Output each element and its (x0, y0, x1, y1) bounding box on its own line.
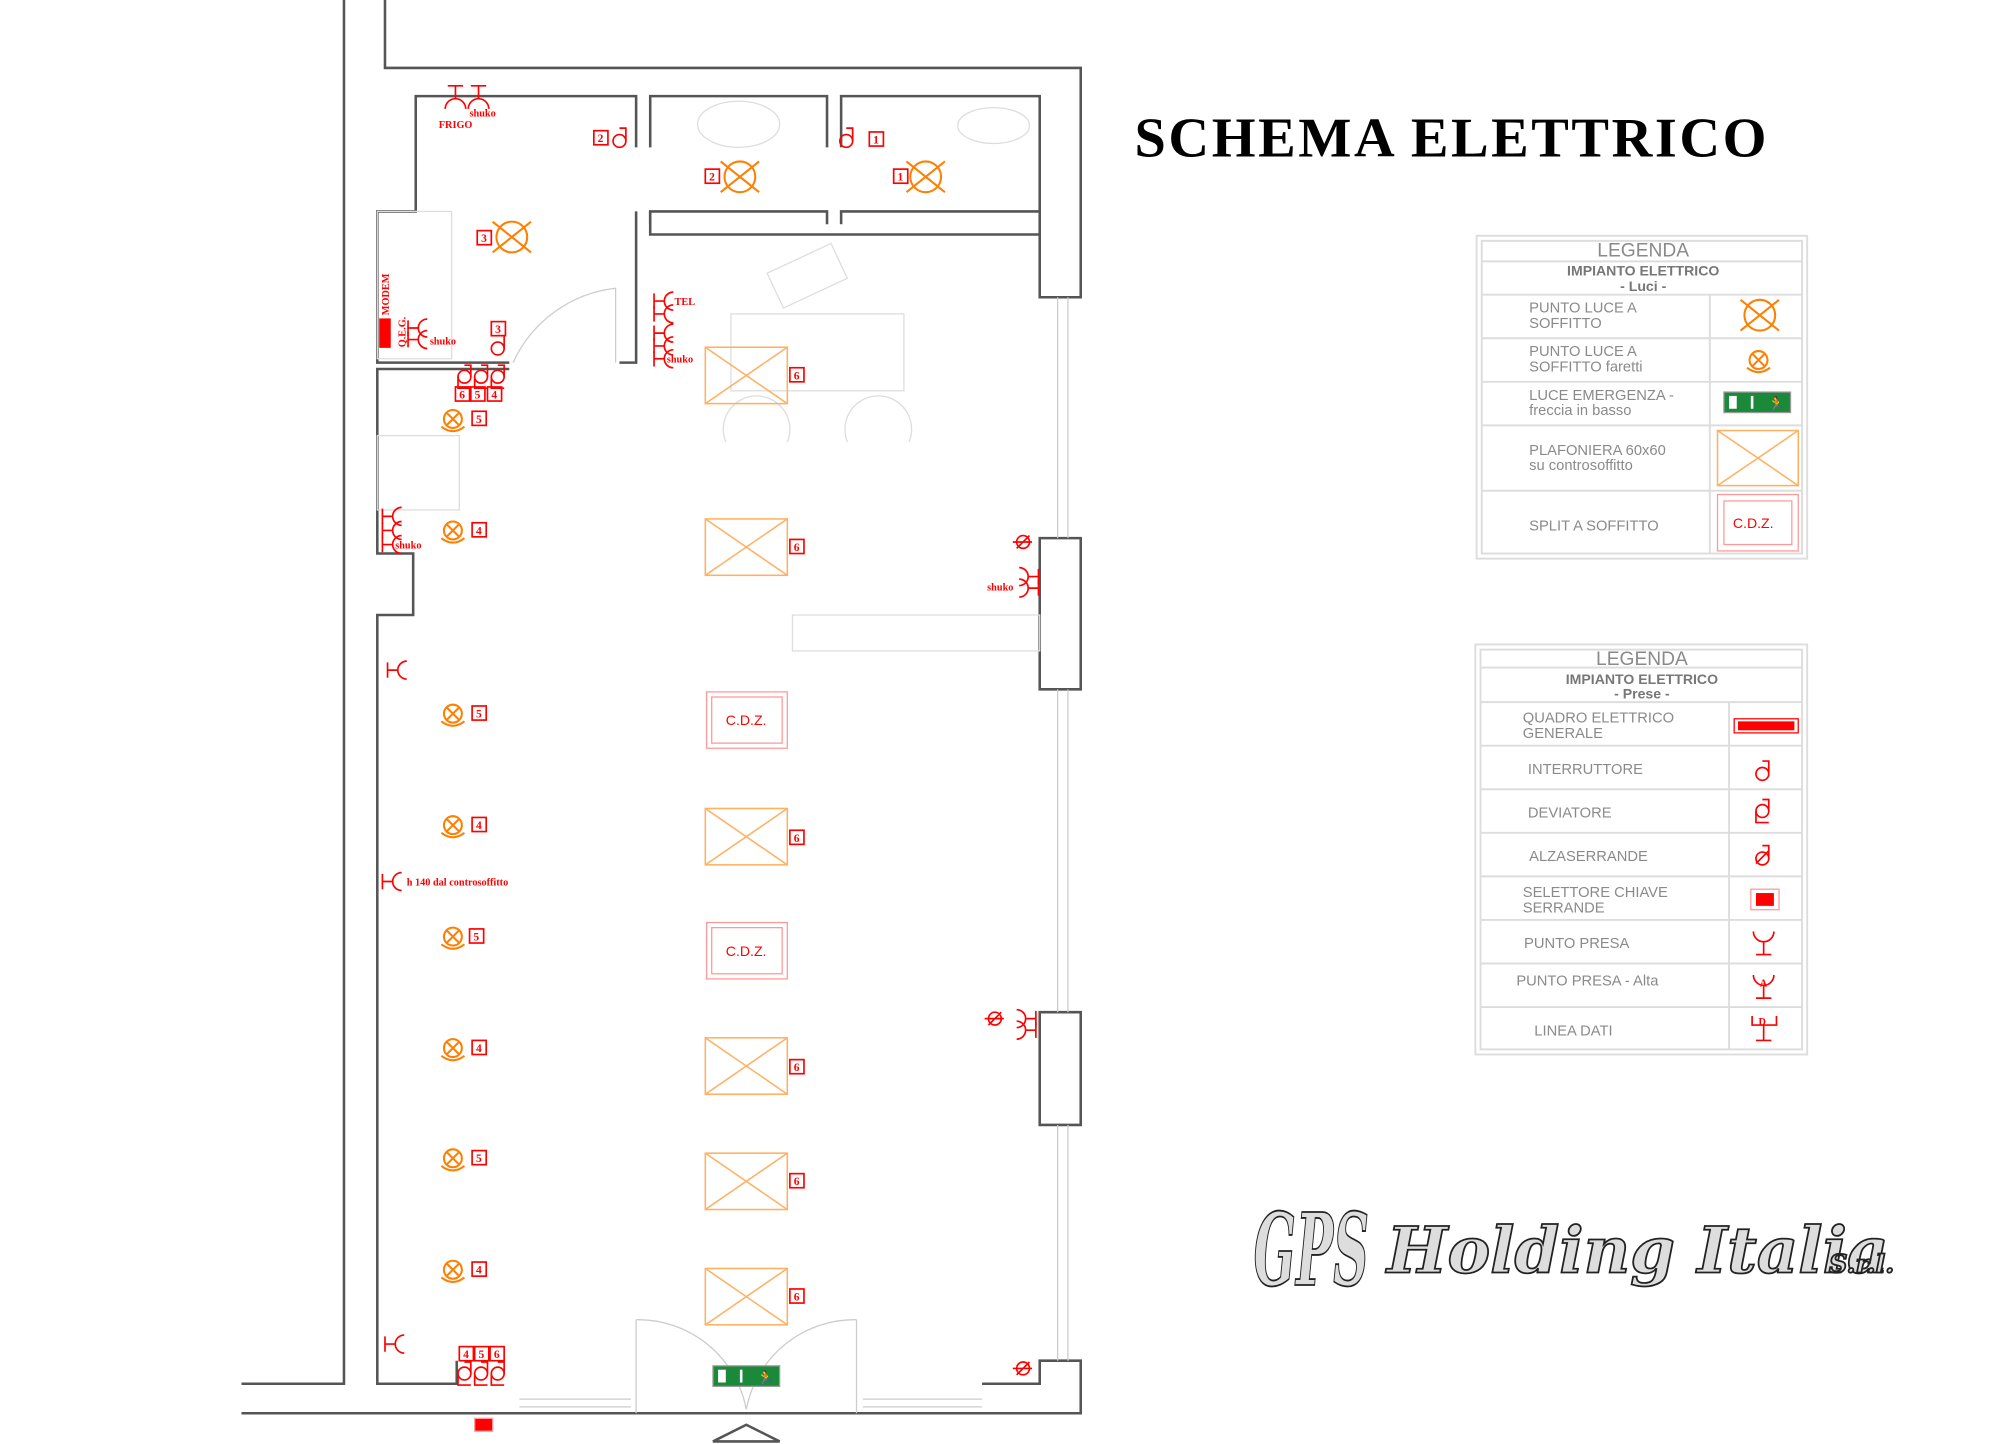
label: 4 (476, 525, 482, 537)
label: C.D.Z. (726, 712, 767, 728)
label: SERRANDE (1523, 900, 1605, 916)
data-line-icon: D (1751, 1016, 1778, 1042)
emergency-exit-light (712, 1365, 781, 1388)
spotlights (440, 408, 466, 1283)
page-title: SCHEMA ELETTRICO (1135, 107, 1769, 169)
label: shuko (430, 337, 456, 348)
legend-sockets: LEGENDA IMPIANTO ELETTRICO - Prese - QUA… (1474, 643, 1809, 1056)
label: SOFFITTO (1529, 316, 1602, 332)
label: LINEA DATI (1534, 1023, 1612, 1039)
label: - Luci - (1620, 278, 1666, 294)
label: 1 (897, 172, 903, 184)
label: ALZASERRANDE (1529, 849, 1648, 865)
label: freccia in basso (1529, 403, 1631, 419)
emergency-exit-icon (1723, 391, 1792, 414)
label: C.D.Z. (726, 943, 767, 959)
label: SPLIT A SOFFITTO (1529, 518, 1659, 534)
main-panel-icon (1733, 718, 1799, 734)
label: 5 (476, 709, 482, 721)
switches (457, 127, 1033, 1386)
label: shuko (395, 540, 421, 551)
label: 4 (463, 1349, 469, 1361)
label: LUCE EMERGENZA - (1529, 388, 1674, 404)
label: GENERALE (1523, 726, 1603, 742)
legend-lights: LEGENDA IMPIANTO ELETTRICO - Luci - PUNT… (1475, 234, 1809, 560)
label: 6 (794, 1291, 800, 1303)
label: 5 (475, 389, 481, 401)
label: TEL (675, 297, 696, 308)
label: shuko (987, 583, 1013, 594)
label: 6 (794, 833, 800, 845)
label: MODEM (381, 273, 392, 315)
main-panel (379, 318, 391, 348)
label: 4 (476, 820, 482, 832)
furniture (376, 100, 1041, 652)
label: 3 (481, 233, 487, 245)
label: 6 (459, 389, 465, 401)
label: 2 (598, 133, 604, 145)
label: DEVIATORE (1528, 805, 1612, 821)
spotlight-icon (1745, 350, 1772, 374)
ceiling-light-icon (1739, 298, 1781, 332)
label: C.D.Z. (1733, 515, 1774, 531)
label: 2 (709, 172, 715, 184)
label: 5 (479, 1349, 485, 1361)
label: S.r.l. (1829, 1249, 1894, 1279)
label: IMPIANTO ELETTRICO (1567, 262, 1719, 278)
split-ac-1: C.D.Z. (705, 691, 788, 749)
shutter-switch-icon (1755, 844, 1770, 866)
label: 6 (794, 1062, 800, 1074)
label: 1 (873, 135, 879, 147)
walls (241, 0, 1083, 1443)
label: su controsoffitto (1529, 458, 1633, 474)
key-selector (474, 1417, 494, 1432)
high-socket-icon: A (1752, 974, 1775, 999)
label: - Prese - (1614, 685, 1670, 701)
label: shuko (470, 109, 496, 120)
label: 6 (794, 542, 800, 554)
label: 4 (491, 389, 497, 401)
label: Q.E.G. (397, 316, 408, 347)
deviator-icon (1755, 798, 1770, 824)
label: QUADRO ELETTRICO (1523, 711, 1674, 727)
label: LEGENDA (1597, 240, 1689, 261)
label: 6 (794, 370, 800, 382)
label: IMPIANTO ELETTRICO (1566, 671, 1718, 687)
label: 5 (473, 931, 479, 943)
label: SOFFITTO faretti (1529, 360, 1642, 376)
label: A (1760, 979, 1768, 990)
split-ac-2: C.D.Z. (705, 921, 788, 980)
label: 6 (794, 1176, 800, 1188)
company-logo: GPS Holding Italia S.r.l. (1253, 1190, 1895, 1310)
label: 3 (495, 324, 501, 336)
label: PUNTO PRESA - Alta (1516, 973, 1659, 989)
label: 5 (476, 1153, 482, 1165)
label: GPS (1254, 1191, 1369, 1309)
label: INTERRUTTORE (1528, 762, 1643, 778)
label: PUNTO PRESA (1524, 936, 1629, 952)
label: 6 (494, 1349, 500, 1361)
label: SELETTORE CHIAVE (1523, 885, 1668, 901)
split-ac-icon: C.D.Z. (1716, 493, 1799, 552)
ceiling-panels (704, 346, 789, 1326)
ceiling-panel-icon (1716, 429, 1800, 487)
key-selector-icon (1750, 888, 1780, 911)
socket-icon (1752, 930, 1775, 956)
label: FRIGO (439, 120, 473, 131)
label: 4 (476, 1265, 482, 1277)
label: PLAFONIERA 60x60 (1529, 443, 1666, 459)
label: LEGENDA (1596, 649, 1688, 670)
label: PUNTO LUCE A (1529, 344, 1637, 360)
label: 5 (476, 414, 482, 426)
label: Holding Italia (1385, 1213, 1889, 1288)
sockets: shuko FRIGO shuko MODEM Q.E.G. TEL shuko… (379, 85, 1040, 1354)
label: D (1759, 1017, 1766, 1028)
label: shuko (667, 355, 693, 366)
circuit-tags: 2 1 2 1 3 3 6 5 4 5 4 5 4 5 4 5 4 6 6 6 … (454, 129, 909, 1362)
label: 4 (476, 1043, 482, 1055)
switch-icon (1755, 760, 1770, 782)
label: PUNTO LUCE A (1529, 301, 1637, 317)
label: h 140 dal controsoffitto (407, 877, 508, 888)
